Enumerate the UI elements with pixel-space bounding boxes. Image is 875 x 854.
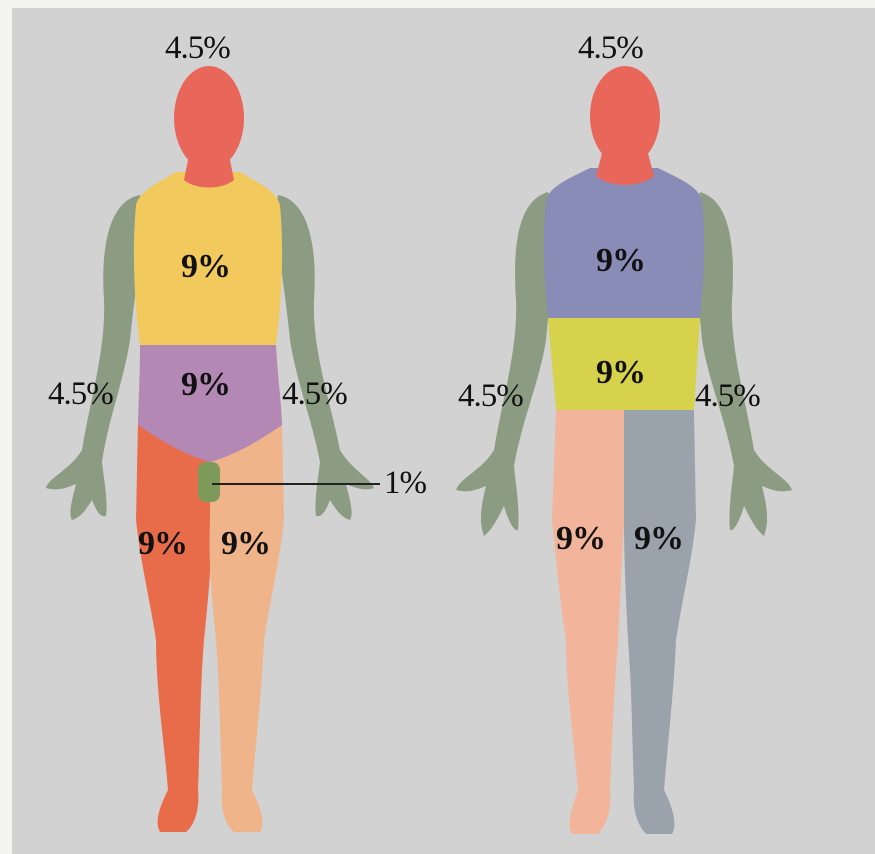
back-right-arm-label: 4.5% bbox=[695, 380, 760, 413]
front-head-label: 4.5% bbox=[165, 32, 230, 65]
front-chest-label: 9% bbox=[181, 250, 230, 284]
back-right-leg-label: 9% bbox=[634, 522, 683, 556]
back-right-leg bbox=[624, 410, 696, 834]
front-head bbox=[174, 66, 244, 170]
back-left-leg bbox=[552, 410, 624, 834]
front-right-leg-label: 9% bbox=[138, 527, 187, 561]
back-left-arm bbox=[456, 192, 554, 536]
back-right-arm bbox=[694, 192, 792, 536]
back-head-label: 4.5% bbox=[578, 32, 643, 65]
front-left-leg-label: 9% bbox=[221, 527, 270, 561]
back-figure bbox=[456, 66, 792, 834]
back-left-leg-label: 9% bbox=[556, 522, 605, 556]
front-left-arm-label: 4.5% bbox=[48, 378, 113, 411]
back-upper-back-label: 9% bbox=[596, 244, 645, 278]
front-abdomen-label: 9% bbox=[181, 368, 230, 402]
front-right-arm bbox=[274, 195, 374, 520]
front-genital-label: 1% bbox=[384, 467, 426, 500]
front-figure bbox=[46, 66, 380, 832]
front-right-arm-label: 4.5% bbox=[282, 378, 347, 411]
back-left-arm-label: 4.5% bbox=[458, 380, 523, 413]
front-left-arm bbox=[46, 195, 145, 520]
front-left-leg bbox=[209, 420, 284, 832]
back-head bbox=[590, 66, 660, 166]
back-lower-back-label: 9% bbox=[596, 356, 645, 390]
front-genitals bbox=[198, 462, 220, 502]
